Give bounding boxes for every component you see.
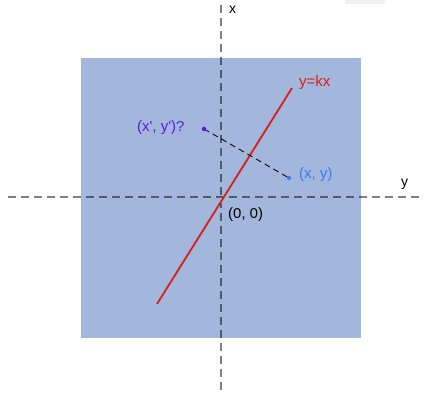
reflection-connector — [203, 128, 290, 179]
vertical-axis-label: x — [229, 0, 236, 16]
line-label: y=kx — [299, 73, 331, 90]
original-point — [286, 175, 292, 181]
reflected-point-label: (x', y')? — [137, 118, 184, 135]
original-point-label: (x, y) — [299, 165, 332, 182]
line-y-equals-kx — [156, 87, 293, 305]
corner-mark — [345, 0, 385, 4]
horizontal-axis-label: y — [401, 173, 408, 189]
origin-label: (0, 0) — [228, 205, 263, 222]
reflected-point — [201, 126, 207, 132]
